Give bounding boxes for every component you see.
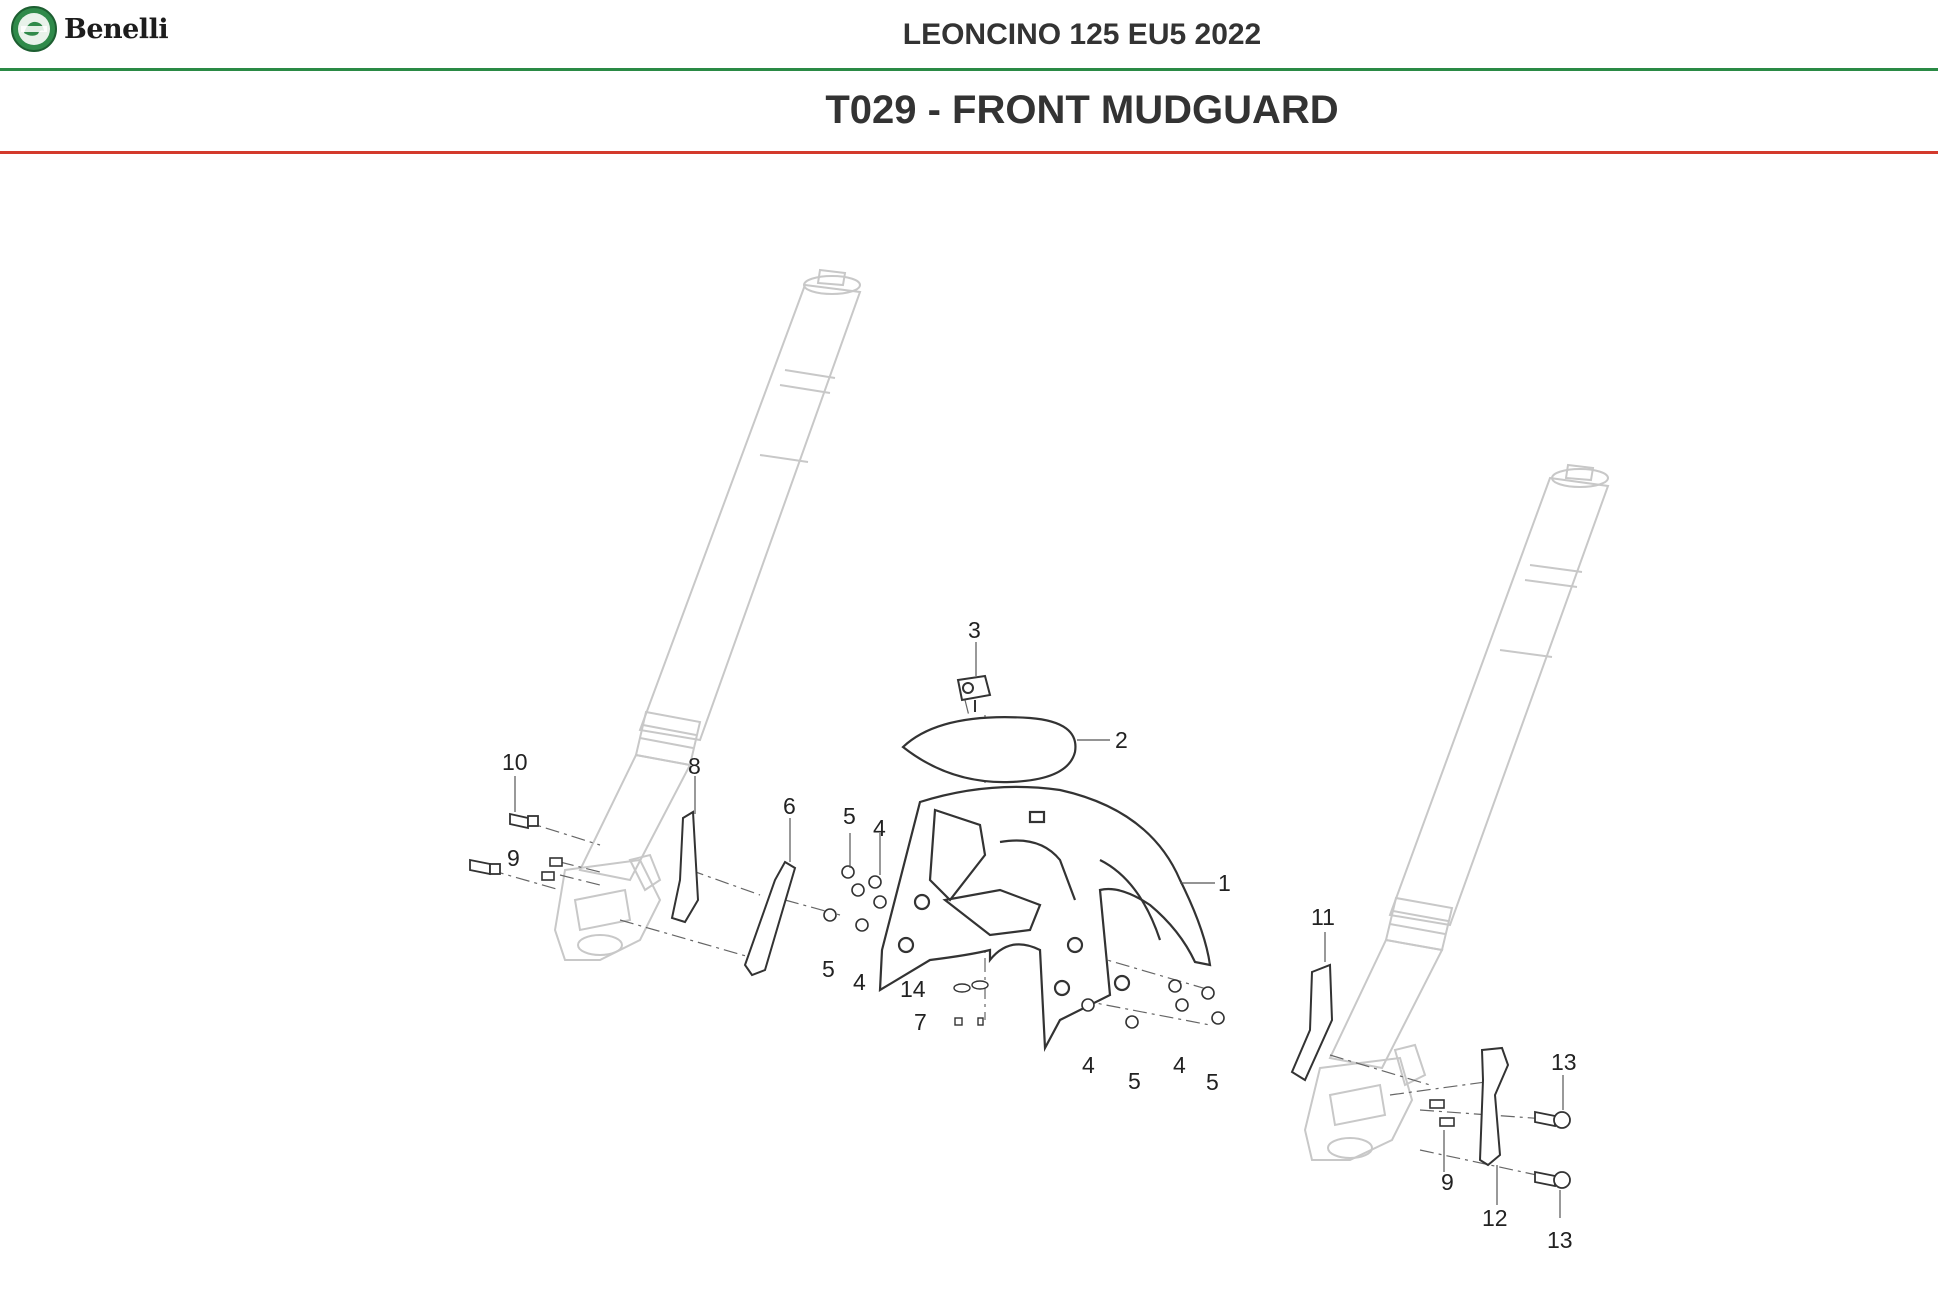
callout-7: 7 [914, 1009, 927, 1035]
callout-5-c: 5 [1128, 1068, 1141, 1094]
callout-10: 10 [502, 749, 528, 775]
brand-name: Benelli [64, 13, 169, 45]
benelli-lion-emblem-icon [11, 6, 57, 52]
callout-3: 3 [968, 617, 981, 643]
callout-13-b: 13 [1547, 1227, 1573, 1253]
callout-8: 8 [688, 753, 701, 779]
callout-6: 6 [783, 793, 796, 819]
callout-14: 14 [900, 976, 926, 1002]
callout-leader-lines [514, 642, 1564, 1218]
left-fork-leg [553, 268, 862, 961]
part-4-5-washers-screws [823, 865, 1225, 1029]
part-3-cable-clip [956, 674, 992, 712]
model-title: LEONCINO 125 EU5 2022 [902, 18, 1262, 51]
part-1-front-mudguard [878, 785, 1212, 1053]
part-13-bolts [1534, 1110, 1571, 1189]
callout-4-b: 4 [853, 969, 866, 995]
part-10-bolts [469, 812, 539, 876]
callout-11: 11 [1311, 904, 1335, 930]
callout-4-d: 4 [1173, 1052, 1186, 1078]
part-9-bolts [541, 857, 1455, 1127]
part-8-left-bracket [670, 810, 700, 924]
part-11-right-bracket [1290, 963, 1334, 1082]
callout-9-b: 9 [1441, 1169, 1454, 1195]
callout-numbers: 3 2 1 10 8 6 5 4 9 5 4 14 7 4 5 4 5 11 1… [502, 617, 1577, 1253]
part-2-mudguard-cover [901, 716, 1077, 784]
brand-logo: Benelli [10, 4, 169, 54]
callout-1: 1 [1218, 870, 1231, 896]
callout-5-d: 5 [1206, 1069, 1219, 1095]
callout-13-a: 13 [1551, 1049, 1577, 1075]
callout-9-a: 9 [507, 845, 520, 871]
callout-4-c: 4 [1082, 1052, 1095, 1078]
part-12-right-stay [1478, 1046, 1510, 1167]
page-title: T029 - FRONT MUDGUARD [825, 88, 1339, 132]
callout-5-b: 5 [822, 956, 835, 982]
right-fork-leg [1303, 463, 1610, 1161]
title-divider [0, 151, 1938, 154]
callout-5-a: 5 [843, 803, 856, 829]
exploded-parts-diagram: 3 2 1 10 8 6 5 4 9 5 4 14 7 4 5 4 5 11 1… [469, 268, 1610, 1253]
callout-4-a: 4 [873, 815, 886, 841]
header-divider [0, 68, 1938, 71]
callout-2: 2 [1115, 727, 1128, 753]
part-14-7-grommet [953, 980, 989, 1026]
callout-12: 12 [1482, 1205, 1508, 1231]
part-6-left-stay [743, 860, 797, 977]
